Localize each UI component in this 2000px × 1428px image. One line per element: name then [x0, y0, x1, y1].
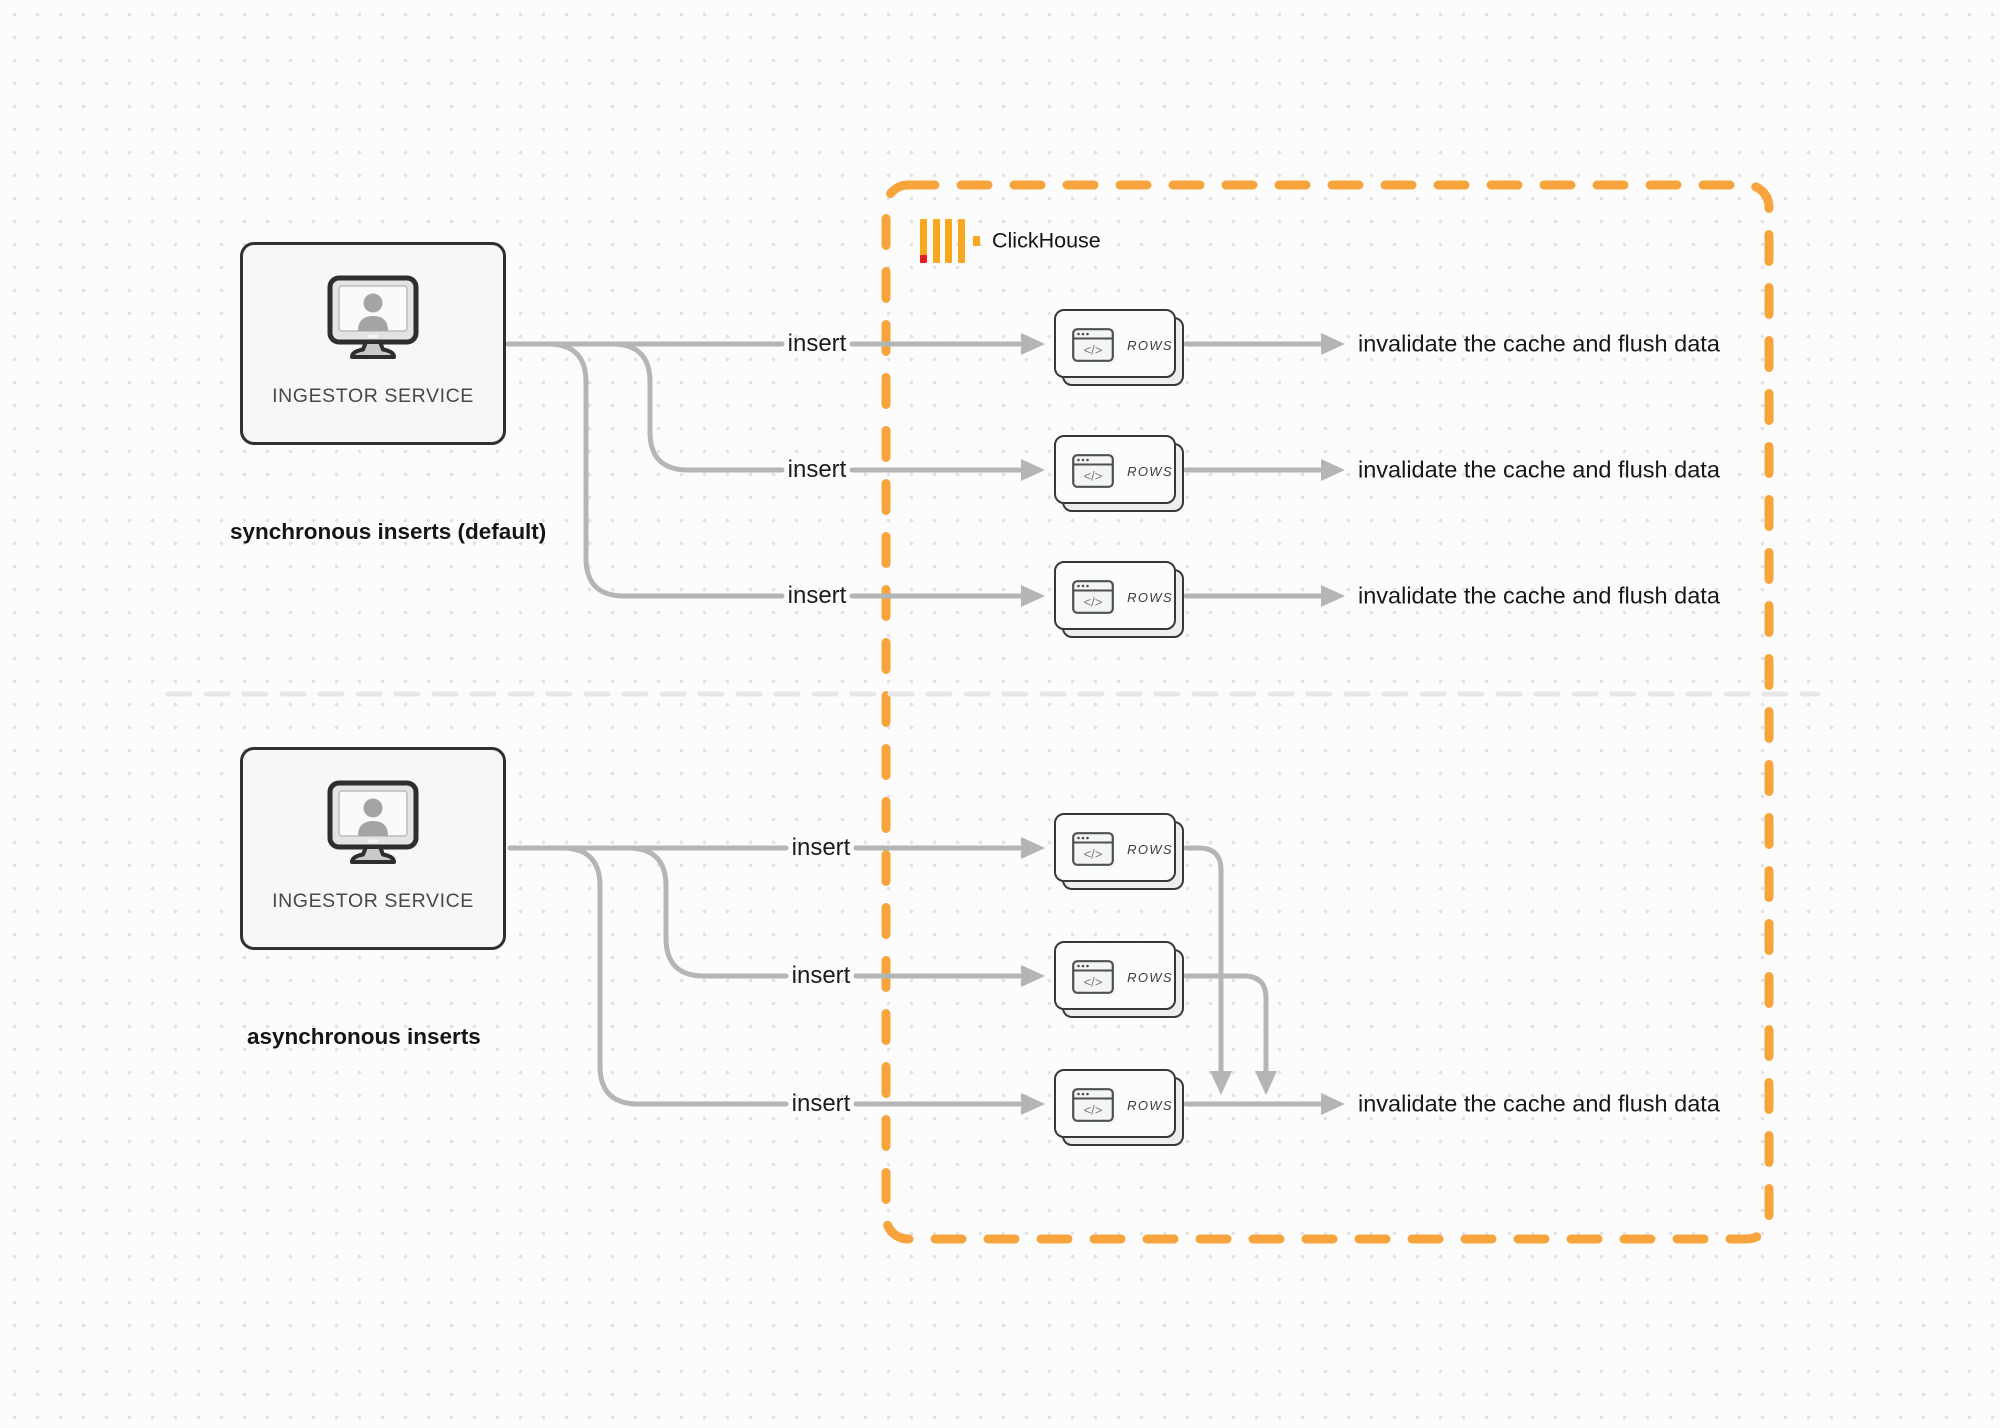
rows-card-async-3: </> ROWS	[1054, 1069, 1184, 1146]
invalidate-label-sync-1: invalidate the cache and flush data	[1358, 330, 1720, 357]
rows-card-sync-3: </> ROWS	[1054, 561, 1184, 638]
code-window-icon: </>	[1072, 328, 1114, 362]
clickhouse-bars-logo	[920, 219, 980, 263]
logo-bar	[920, 219, 927, 263]
ingestor-service-label: INGESTOR SERVICE	[272, 385, 474, 407]
async-connectors	[507, 837, 1345, 1115]
ingestor-service-box-async: INGESTOR SERVICE	[240, 747, 506, 950]
sync-section-caption: synchronous inserts (default)	[230, 519, 547, 544]
async-merge-arrow-1	[1183, 845, 1232, 1095]
insert-label-async-2: insert	[791, 962, 851, 989]
rows-label: ROWS	[1127, 842, 1173, 857]
sync-connectors	[505, 333, 1345, 607]
card-front-layer: </> ROWS	[1054, 813, 1176, 882]
logo-bar	[957, 219, 965, 263]
rows-label: ROWS	[1127, 1098, 1173, 1113]
ingestor-service-label: INGESTOR SERVICE	[272, 890, 474, 912]
svg-text:</>: </>	[1084, 595, 1103, 610]
code-window-icon: </>	[1072, 960, 1114, 994]
insert-label-sync-3: insert	[787, 582, 847, 609]
logo-red-segment	[920, 255, 927, 263]
logo-bar	[945, 219, 952, 263]
code-window-icon: </>	[1072, 832, 1114, 866]
sync-branch-row2	[609, 341, 785, 473]
invalidate-label-sync-3: invalidate the cache and flush data	[1358, 582, 1720, 609]
logo-bar	[932, 219, 940, 263]
clickhouse-title: ClickHouse	[992, 228, 1101, 253]
svg-text:</>: </>	[1084, 469, 1103, 484]
rows-label: ROWS	[1127, 464, 1173, 479]
ingestor-service-box-sync: INGESTOR SERVICE	[240, 242, 506, 445]
clickhouse-region-border	[881, 180, 1774, 1244]
rows-label: ROWS	[1127, 338, 1173, 353]
async-branch-row2	[625, 845, 789, 979]
svg-text:</>: </>	[1084, 975, 1103, 990]
card-front-layer: </> ROWS	[1054, 309, 1176, 378]
rows-card-async-1: </> ROWS	[1054, 813, 1184, 890]
insert-label-sync-1: insert	[787, 330, 847, 357]
monitor-with-user-icon	[327, 780, 419, 864]
insert-label-async-1: insert	[791, 834, 851, 861]
card-front-layer: </> ROWS	[1054, 435, 1176, 504]
svg-text:</>: </>	[1084, 1103, 1103, 1118]
code-window-icon: </>	[1072, 1088, 1114, 1122]
invalidate-label-sync-2: invalidate the cache and flush data	[1358, 456, 1720, 483]
code-window-icon: </>	[1072, 454, 1114, 488]
rows-card-async-2: </> ROWS	[1054, 941, 1184, 1018]
svg-text:</>: </>	[1084, 847, 1103, 862]
card-front-layer: </> ROWS	[1054, 941, 1176, 1010]
insert-label-async-3: insert	[791, 1090, 851, 1117]
async-branch-row3	[559, 845, 789, 1107]
invalidate-label-async: invalidate the cache and flush data	[1358, 1090, 1720, 1117]
rows-label: ROWS	[1127, 970, 1173, 985]
async-section-caption: asynchronous inserts	[247, 1024, 481, 1049]
card-front-layer: </> ROWS	[1054, 1069, 1176, 1138]
rows-card-sync-1: </> ROWS	[1054, 309, 1184, 386]
insert-label-sync-2: insert	[787, 456, 847, 483]
sync-branch-row3	[545, 341, 785, 599]
code-window-icon: </>	[1072, 580, 1114, 614]
svg-text:</>: </>	[1084, 343, 1103, 358]
rows-label: ROWS	[1127, 590, 1173, 605]
rows-card-sync-2: </> ROWS	[1054, 435, 1184, 512]
card-front-layer: </> ROWS	[1054, 561, 1176, 630]
async-merge-arrow-2	[1183, 973, 1277, 1095]
logo-dot-bar	[973, 236, 980, 246]
monitor-with-user-icon	[327, 275, 419, 359]
